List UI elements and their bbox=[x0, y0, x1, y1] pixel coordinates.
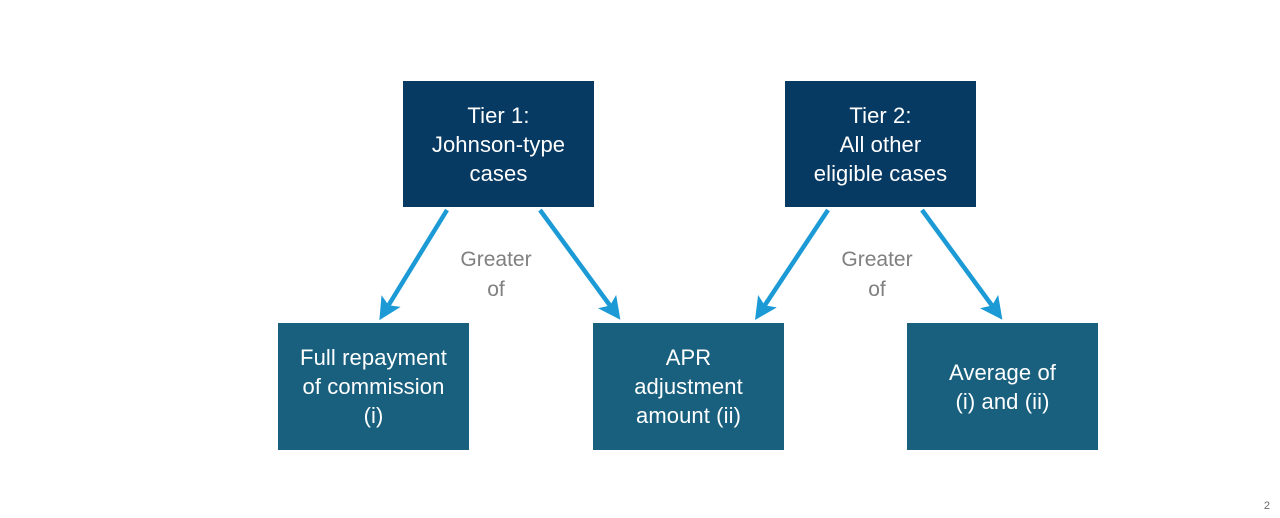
outcome-apr-adjustment-box[interactable]: APR adjustment amount (ii) bbox=[593, 323, 784, 450]
greater-of-label-tier-1: Greater of bbox=[460, 248, 532, 301]
tier-2-box[interactable]: Tier 2: All other eligible cases bbox=[785, 81, 976, 207]
outcome-full-repayment-box[interactable]: Full repayment of commission (i) bbox=[278, 323, 469, 450]
tier-1-box[interactable]: Tier 1: Johnson-type cases bbox=[403, 81, 594, 207]
page-number: 2 bbox=[1263, 500, 1270, 512]
greater-of-label-tier-2: Greater of bbox=[841, 248, 913, 301]
outcome-average-box[interactable]: Average of (i) and (ii) bbox=[907, 323, 1098, 450]
